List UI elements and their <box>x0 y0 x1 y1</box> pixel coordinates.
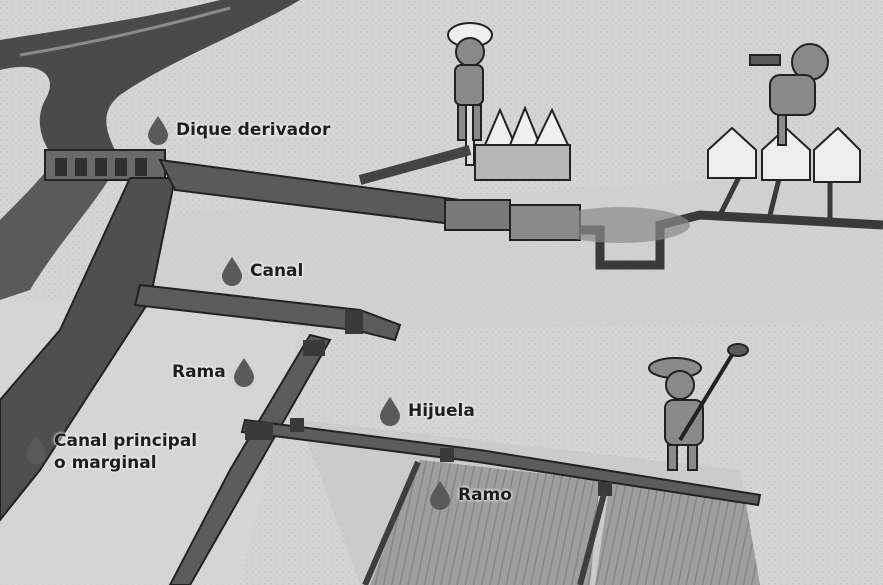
water-drop-icon <box>220 256 244 286</box>
label-text: Dique derivador <box>176 119 330 141</box>
label-text: Canal <box>250 260 303 282</box>
hijuela-gate-1 <box>245 422 273 440</box>
hijuela-gate-3 <box>440 448 454 462</box>
label-line-1: Canal principal <box>54 430 197 452</box>
label-text: Hijuela <box>408 400 475 422</box>
water-drop-icon <box>146 115 170 145</box>
rama-gate <box>303 340 325 356</box>
label-hijuela: Hijuela <box>378 396 475 426</box>
treatment-tank-1 <box>445 200 510 230</box>
label-rama: Rama <box>172 357 256 387</box>
water-drop-icon <box>24 434 48 464</box>
water-spill <box>550 207 690 243</box>
hijuela-gate-2 <box>290 418 304 432</box>
label-ramo: Ramo <box>428 480 512 510</box>
label-line-2: o marginal <box>54 452 197 474</box>
water-drop-icon <box>232 357 256 387</box>
label-dique-derivador: Dique derivador <box>146 115 330 145</box>
water-drop-icon <box>428 480 452 510</box>
canal-gate <box>345 310 363 334</box>
label-text: Rama <box>172 361 226 383</box>
label-canal: Canal <box>220 256 303 286</box>
label-text: Canal principal o marginal <box>54 430 197 474</box>
label-canal-principal: Canal principal o marginal <box>24 430 197 474</box>
water-drop-icon <box>378 396 402 426</box>
label-text: Ramo <box>458 484 512 506</box>
